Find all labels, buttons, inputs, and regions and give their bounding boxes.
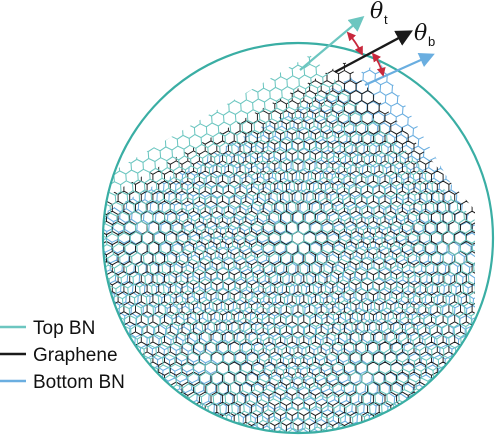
theta-bottom-label: θ b xyxy=(414,21,435,49)
legend: Top BN Graphene Bottom BN xyxy=(0,318,125,393)
legend-label-bottom-bn: Bottom BN xyxy=(33,372,125,393)
legend-label-graphene: Graphene xyxy=(33,345,118,366)
theta-bottom-symbol: θ xyxy=(414,21,427,46)
legend-item-graphene: Graphene xyxy=(0,345,118,366)
bottom-bn-axis-arrow xyxy=(364,53,435,87)
theta-bottom-arc xyxy=(371,52,386,77)
legend-item-top-bn: Top BN xyxy=(0,318,95,339)
legend-label-top-bn: Top BN xyxy=(33,318,95,339)
layer-top-hexagons xyxy=(103,55,475,433)
theta-bottom-subscript: b xyxy=(428,34,435,49)
top-bn-axis-arrow xyxy=(299,16,365,71)
theta-top-label: θ t xyxy=(370,0,388,27)
sample-boundary-circle xyxy=(101,41,495,435)
graphene-axis-arrow xyxy=(334,30,413,74)
lattice-stack xyxy=(103,55,475,433)
theta-top-symbol: θ xyxy=(370,0,383,24)
top-bn-lattice xyxy=(103,55,475,433)
legend-item-bottom-bn: Bottom BN xyxy=(0,372,125,393)
theta-top-subscript: t xyxy=(384,12,388,27)
theta-top-arc xyxy=(346,31,363,56)
